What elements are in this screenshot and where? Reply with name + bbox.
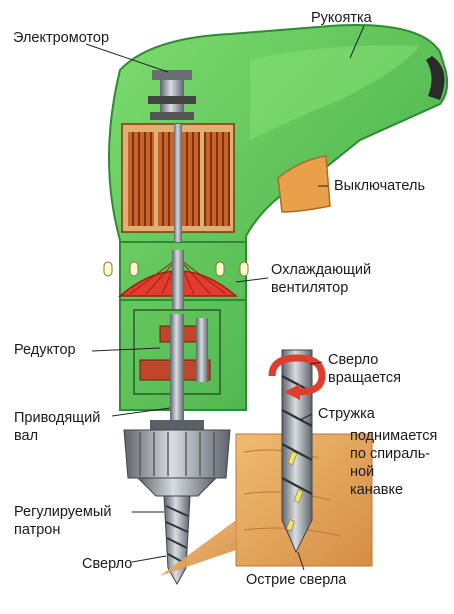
label-chips-line3: по спираль-	[350, 446, 431, 462]
label-rotation-line2: вращается	[328, 370, 401, 386]
label-chips-line5: канавке	[350, 482, 404, 498]
motor-commutator	[148, 70, 196, 120]
drill-bit-closeup	[281, 349, 313, 554]
label-gearbox: Редуктор	[14, 342, 76, 358]
label-motor: Электромотор	[13, 30, 110, 46]
label-rotation-line1: Сверло	[328, 352, 379, 368]
label-chips-line1: Стружка	[318, 406, 375, 422]
leader-lines	[85, 25, 365, 571]
drive-shaft	[170, 396, 184, 426]
gearbox	[133, 309, 221, 398]
wood-pointer	[160, 520, 236, 576]
label-shaft-line1: Приводящий	[14, 410, 101, 426]
handle-shadow	[250, 45, 420, 140]
rotation-arrow	[268, 354, 326, 400]
label-chuck-line2: патрон	[14, 522, 61, 538]
label-chips-line2: поднимается	[350, 428, 438, 444]
motor-coils	[121, 123, 235, 242]
label-tip: Острие сверла	[246, 572, 347, 588]
cooling-fan	[103, 250, 249, 310]
switch-trigger	[277, 155, 331, 213]
label-chuck-line1: Регулируемый	[14, 504, 112, 520]
label-shaft-line2: вал	[14, 428, 39, 444]
label-fan-line2: вентилятор	[271, 280, 349, 296]
drill-body	[108, 24, 449, 411]
label-chips-line4: ной	[350, 464, 375, 480]
chuck	[123, 420, 231, 497]
label-bit: Сверло	[82, 556, 133, 572]
label-switch: Выключатель	[334, 178, 425, 194]
label-handle: Рукоятка	[311, 10, 372, 26]
label-fan-line1: Охлаждающий	[271, 262, 372, 278]
handle-end-cap	[426, 56, 445, 100]
handle-shape	[108, 24, 449, 411]
